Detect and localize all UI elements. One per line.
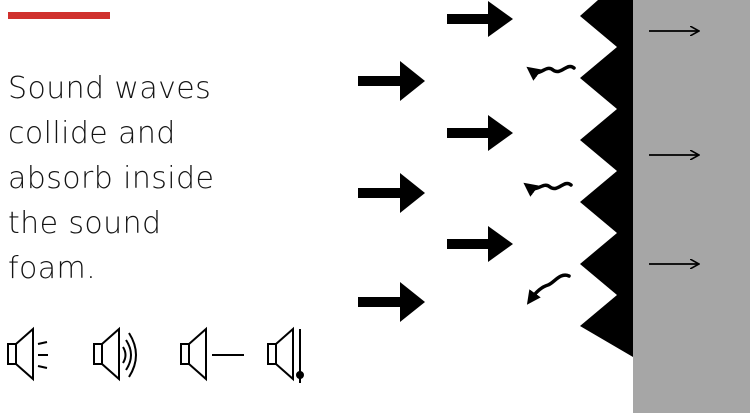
caption-line-4: the sound bbox=[8, 206, 162, 241]
reflected-wave bbox=[526, 273, 571, 305]
incoming-arrow bbox=[358, 282, 425, 322]
speaker-dotted-waves-icon bbox=[7, 326, 48, 382]
caption: Sound waves collide and absorb inside th… bbox=[8, 66, 248, 291]
incoming-arrows bbox=[358, 1, 513, 322]
reflected-waves bbox=[523, 64, 576, 305]
sound-foam bbox=[580, 0, 633, 357]
caption-line-5: foam. bbox=[8, 251, 97, 286]
speaker-blocked-icon bbox=[267, 326, 304, 383]
incoming-arrow bbox=[358, 61, 425, 101]
incoming-arrow bbox=[447, 1, 513, 37]
wall bbox=[633, 0, 750, 413]
incoming-arrow bbox=[447, 115, 513, 151]
caption-line-1: Sound waves bbox=[8, 71, 212, 106]
reflected-wave bbox=[526, 64, 576, 81]
speaker-curved-waves-icon bbox=[93, 326, 137, 382]
reflected-wave bbox=[523, 181, 573, 197]
accent-bar bbox=[8, 12, 110, 19]
incoming-arrow bbox=[447, 226, 513, 262]
caption-line-2: collide and bbox=[8, 116, 176, 151]
transmitted-arrows bbox=[649, 31, 698, 264]
caption-line-3: absorb inside bbox=[8, 161, 215, 196]
speaker-line-icon bbox=[180, 326, 244, 382]
incoming-arrow bbox=[358, 173, 425, 213]
